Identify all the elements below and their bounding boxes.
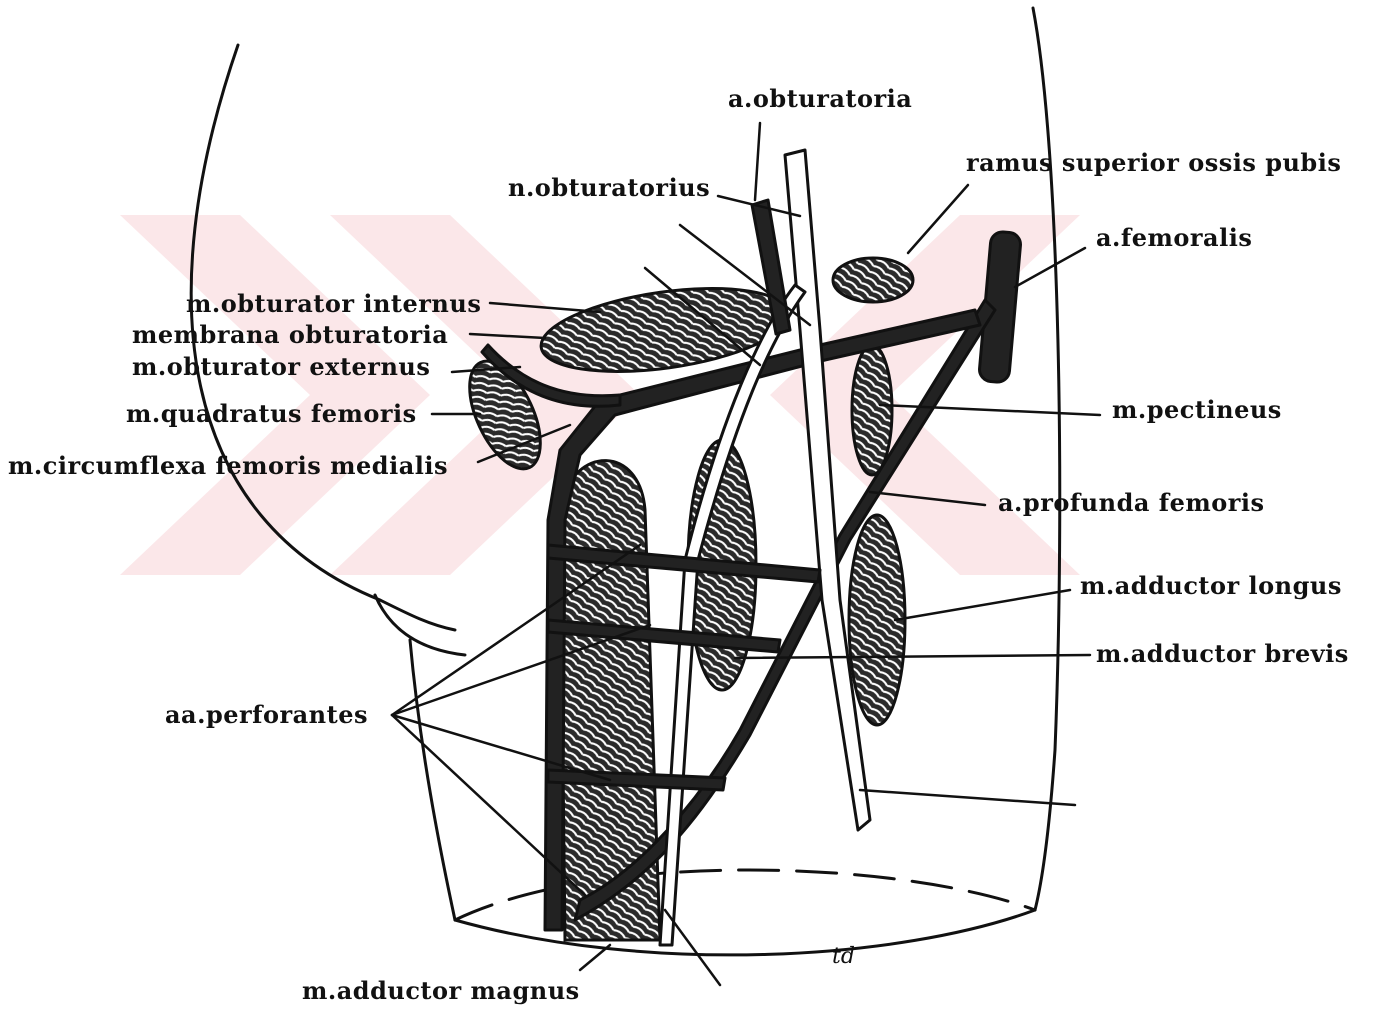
label-m-adductor-brevis: m.adductor brevis bbox=[1096, 639, 1349, 668]
label-m-circumflexa: m.circumflexa femoris medialis bbox=[8, 451, 448, 480]
label-m-obturator-externus: m.obturator externus bbox=[132, 352, 430, 381]
label-m-adductor-longus: m.adductor longus bbox=[1080, 571, 1342, 600]
label-membrana-obturatoria: membrana obturatoria bbox=[132, 320, 448, 349]
label-aa-perforantes: aa.perforantes bbox=[165, 700, 368, 729]
label-a-femoralis: a.femoralis bbox=[1096, 223, 1252, 252]
label-m-quadratus-femoris: m.quadratus femoris bbox=[126, 399, 417, 428]
pubic-ramus-section bbox=[833, 258, 913, 302]
label-m-pectineus: m.pectineus bbox=[1112, 395, 1282, 424]
artist-signature: td bbox=[832, 944, 855, 969]
pectineus-muscle bbox=[852, 345, 892, 475]
label-a-obturatoria: a.obturatoria bbox=[728, 84, 912, 113]
obturator-nerve bbox=[785, 150, 870, 830]
label-m-adductor-magnus: m.adductor magnus bbox=[302, 976, 580, 1005]
label-ramus-superior: ramus superior ossis pubis bbox=[966, 148, 1341, 177]
label-a-profunda-femoris: a.profunda femoris bbox=[998, 488, 1265, 517]
label-n-obturatorius: n.obturatorius bbox=[508, 173, 710, 202]
label-m-obturator-internus: m.obturator internus bbox=[186, 289, 481, 318]
